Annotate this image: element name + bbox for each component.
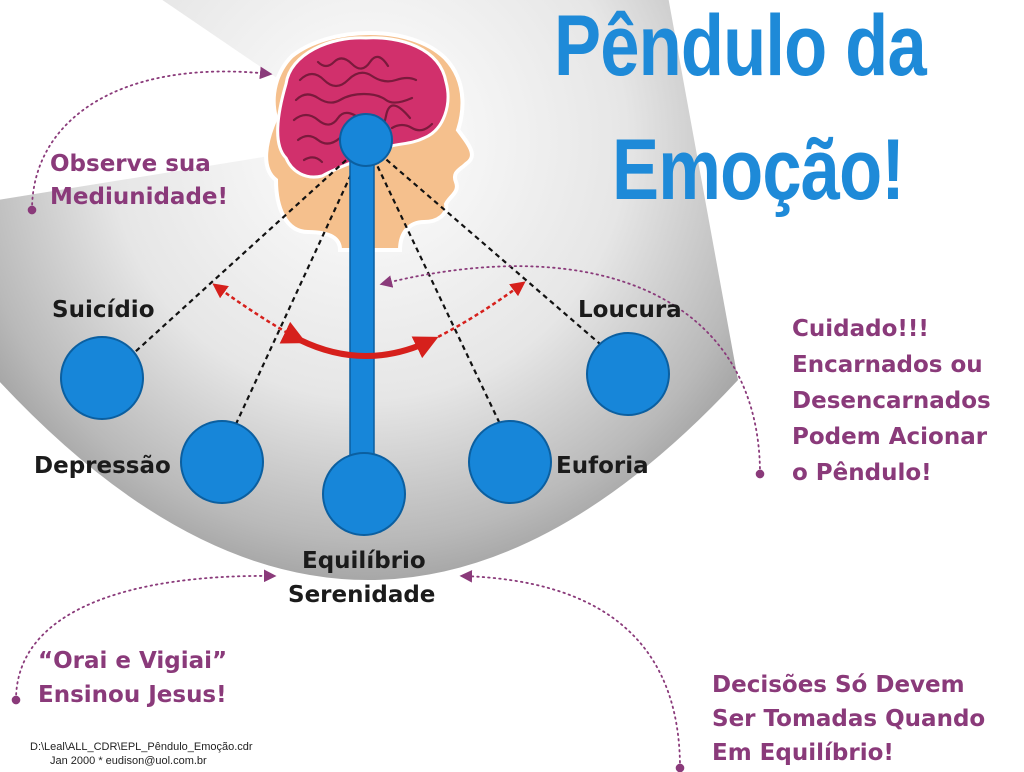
note-mediunidade-line-1: Observe sua [50, 151, 211, 177]
note-cuidado-line-1: Cuidado!!! [792, 316, 929, 342]
connector-mediunidade [27, 66, 273, 215]
note-orai-line-1: “Orai e Vigiai” [38, 648, 228, 674]
connector-decisoes [459, 569, 685, 772]
title-line-2: Emoção! [612, 122, 905, 218]
note-orai: “Orai e Vigiai” Ensinou Jesus! [38, 644, 227, 712]
pendulum-rod [349, 131, 375, 473]
note-orai-line-2: Ensinou Jesus! [38, 682, 227, 708]
note-cuidado-line-4: Podem Acionar [792, 424, 988, 450]
note-cuidado-line-5: o Pêndulo! [792, 460, 932, 486]
note-decisoes-line-2: Ser Tomadas Quando [712, 706, 986, 732]
ball-suicidio [60, 336, 144, 420]
brain-folds [292, 55, 434, 164]
footer-date-email: Jan 2000 * eudison@uol.com.br [50, 755, 207, 767]
label-suicidio: Suicídio [52, 297, 155, 323]
note-cuidado: Cuidado!!! Encarnados ou Desencarnados P… [792, 311, 991, 491]
note-mediunidade-line-2: Mediunidade! [50, 184, 229, 210]
connector-cuidado [379, 265, 765, 479]
title-line-1: Pêndulo da [554, 0, 927, 94]
label-serenidade: Serenidade [288, 582, 436, 608]
footer: D:\Leal\ALL_CDR\EPL_Pêndulo_Emoção.cdr J… [30, 740, 253, 768]
label-depressao: Depressão [34, 453, 171, 479]
note-decisoes-line-1: Decisões Só Devem [712, 672, 965, 698]
pendulum-pivot [339, 113, 393, 167]
ball-euforia [468, 420, 552, 504]
human-head-with-brain-icon [264, 31, 474, 252]
note-decisoes-line-3: Em Equilíbrio! [712, 740, 894, 766]
label-equilibrio: Equilíbrio [302, 548, 426, 574]
note-cuidado-line-3: Desencarnados [792, 388, 991, 414]
footer-file-path: D:\Leal\ALL_CDR\EPL_Pêndulo_Emoção.cdr [30, 741, 253, 753]
note-cuidado-line-2: Encarnados ou [792, 352, 983, 378]
connector-orai [11, 569, 277, 705]
ball-equilibrio [322, 452, 406, 536]
note-mediunidade: Observe sua Mediunidade! [50, 148, 228, 214]
note-decisoes: Decisões Só Devem Ser Tomadas Quando Em … [712, 668, 985, 770]
label-loucura: Loucura [578, 297, 682, 323]
ball-depressao [180, 420, 264, 504]
ball-loucura [586, 332, 670, 416]
label-euforia: Euforia [556, 453, 649, 479]
